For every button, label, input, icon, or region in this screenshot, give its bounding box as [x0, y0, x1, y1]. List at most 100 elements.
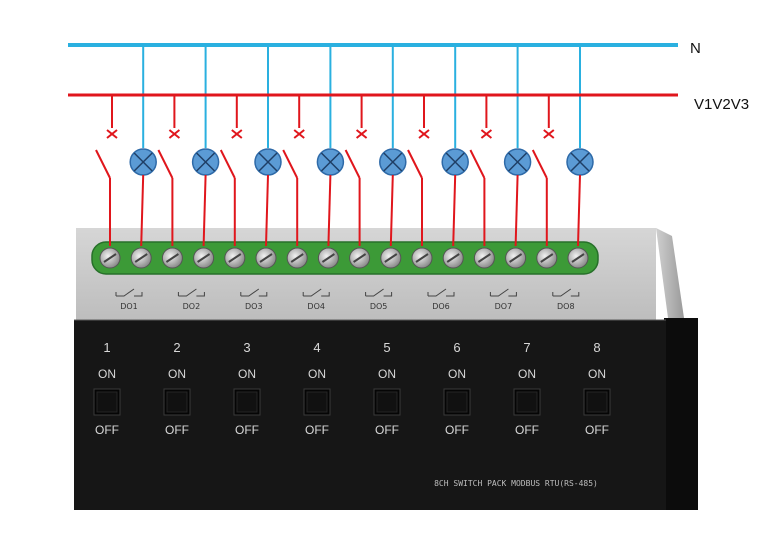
terminal-screw — [536, 247, 558, 269]
phase-label: V1V2V3 — [694, 96, 749, 113]
on-label: ON — [98, 367, 116, 381]
off-label: OFF — [235, 423, 259, 437]
fuse-mark-icon — [293, 129, 305, 139]
switch-blade — [344, 149, 361, 179]
fuse-mark-icon — [355, 129, 368, 139]
off-label: OFF — [375, 423, 399, 437]
channel-switch-5[interactable] — [373, 388, 401, 416]
fuse-mark-icon — [543, 129, 555, 139]
lamp-wire — [514, 174, 519, 247]
channel-switch-2[interactable] — [163, 388, 191, 416]
do-label: DO8 — [557, 302, 575, 311]
channel-8: 8ON OFF — [583, 340, 611, 437]
channel-switch-6[interactable] — [443, 388, 471, 416]
terminal-screw — [99, 247, 121, 269]
relay-contact-icon — [427, 288, 455, 297]
lamp-icon — [566, 148, 594, 176]
relay-contact-icon — [177, 288, 205, 297]
off-label: OFF — [165, 423, 189, 437]
channel-number: 4 — [313, 340, 320, 355]
terminal-screw — [161, 247, 183, 269]
channel-number: 1 — [103, 340, 110, 355]
switch-blade — [407, 149, 423, 179]
module-title: 8CH SWITCH PACK MODBUS RTU(RS-485) — [434, 479, 598, 488]
on-label: ON — [168, 367, 186, 381]
switch-blade — [219, 149, 236, 179]
channel-switch-1[interactable] — [93, 388, 121, 416]
on-label: ON — [518, 367, 536, 381]
module-side-panel — [656, 228, 684, 318]
off-label: OFF — [95, 423, 119, 437]
do-label: DO7 — [495, 302, 513, 311]
channel-wiring — [407, 45, 469, 247]
channel-2: 2ON OFF — [163, 340, 191, 437]
off-label: OFF — [445, 423, 469, 437]
do-label: DO5 — [370, 302, 388, 311]
terminal-screw — [442, 247, 464, 269]
channel-switch-4[interactable] — [303, 388, 331, 416]
relay-contact-icon — [302, 288, 330, 297]
on-label: ON — [588, 367, 606, 381]
terminal-screw — [255, 247, 277, 269]
lamp-icon — [441, 148, 469, 176]
terminal-screw — [411, 247, 433, 269]
do-label: DO1 — [120, 302, 138, 311]
off-label: OFF — [515, 423, 539, 437]
channel-wiring — [282, 45, 345, 247]
channel-number: 8 — [593, 340, 600, 355]
lamp-wire — [327, 174, 332, 247]
on-label: ON — [238, 367, 256, 381]
fuse-mark-icon — [480, 129, 493, 139]
channel-wiring — [344, 45, 407, 247]
channel-switch-3[interactable] — [233, 388, 261, 416]
terminal-screw — [473, 247, 495, 269]
terminal-strip — [91, 241, 599, 275]
do-label: DO2 — [183, 302, 201, 311]
terminal-screw — [567, 247, 589, 269]
terminal-screw — [130, 247, 152, 269]
lamp-wire — [202, 174, 207, 247]
fuse-mark-icon — [106, 129, 118, 139]
channel-1: 1ON OFF — [93, 340, 121, 437]
terminal-screw — [286, 247, 308, 269]
relay-contact-icon — [240, 288, 268, 297]
channel-number: 6 — [453, 340, 460, 355]
terminal-screw — [193, 247, 215, 269]
fuse-mark-icon — [168, 129, 181, 139]
neutral-label: N — [690, 40, 701, 57]
do-label: DO6 — [432, 302, 450, 311]
terminal-strip-base — [91, 241, 599, 275]
channel-number: 5 — [383, 340, 390, 355]
channel-wiring — [219, 45, 282, 247]
channel-switch-8[interactable] — [583, 388, 611, 416]
channel-number: 3 — [243, 340, 250, 355]
switch-blade — [95, 149, 111, 179]
channel-6: 6ON OFF — [443, 340, 471, 437]
fuse-mark-icon — [418, 129, 430, 139]
channel-switch-7[interactable] — [513, 388, 541, 416]
channel-wiring — [157, 45, 220, 247]
relay-contact-icon — [552, 288, 580, 297]
lamp-icon — [379, 148, 407, 176]
switch-blade — [157, 149, 174, 179]
off-label: OFF — [305, 423, 329, 437]
lamp-wire — [452, 174, 457, 247]
channel-3: 3ON OFF — [233, 340, 261, 437]
lamp-icon — [254, 148, 282, 176]
lamp-icon — [503, 148, 532, 176]
off-label: OFF — [585, 423, 609, 437]
terminal-screw — [380, 247, 402, 269]
terminal-screw — [505, 247, 527, 269]
switch-blade — [469, 149, 486, 179]
terminal-screw — [349, 247, 371, 269]
relay-contact-icon — [115, 288, 143, 297]
on-label: ON — [448, 367, 466, 381]
lamp-icon — [316, 148, 345, 176]
lamp-wire — [577, 174, 581, 247]
lamp-wire — [140, 174, 145, 247]
channel-number: 2 — [173, 340, 180, 355]
module-side-dark — [664, 318, 698, 510]
fuse-mark-icon — [231, 129, 243, 139]
